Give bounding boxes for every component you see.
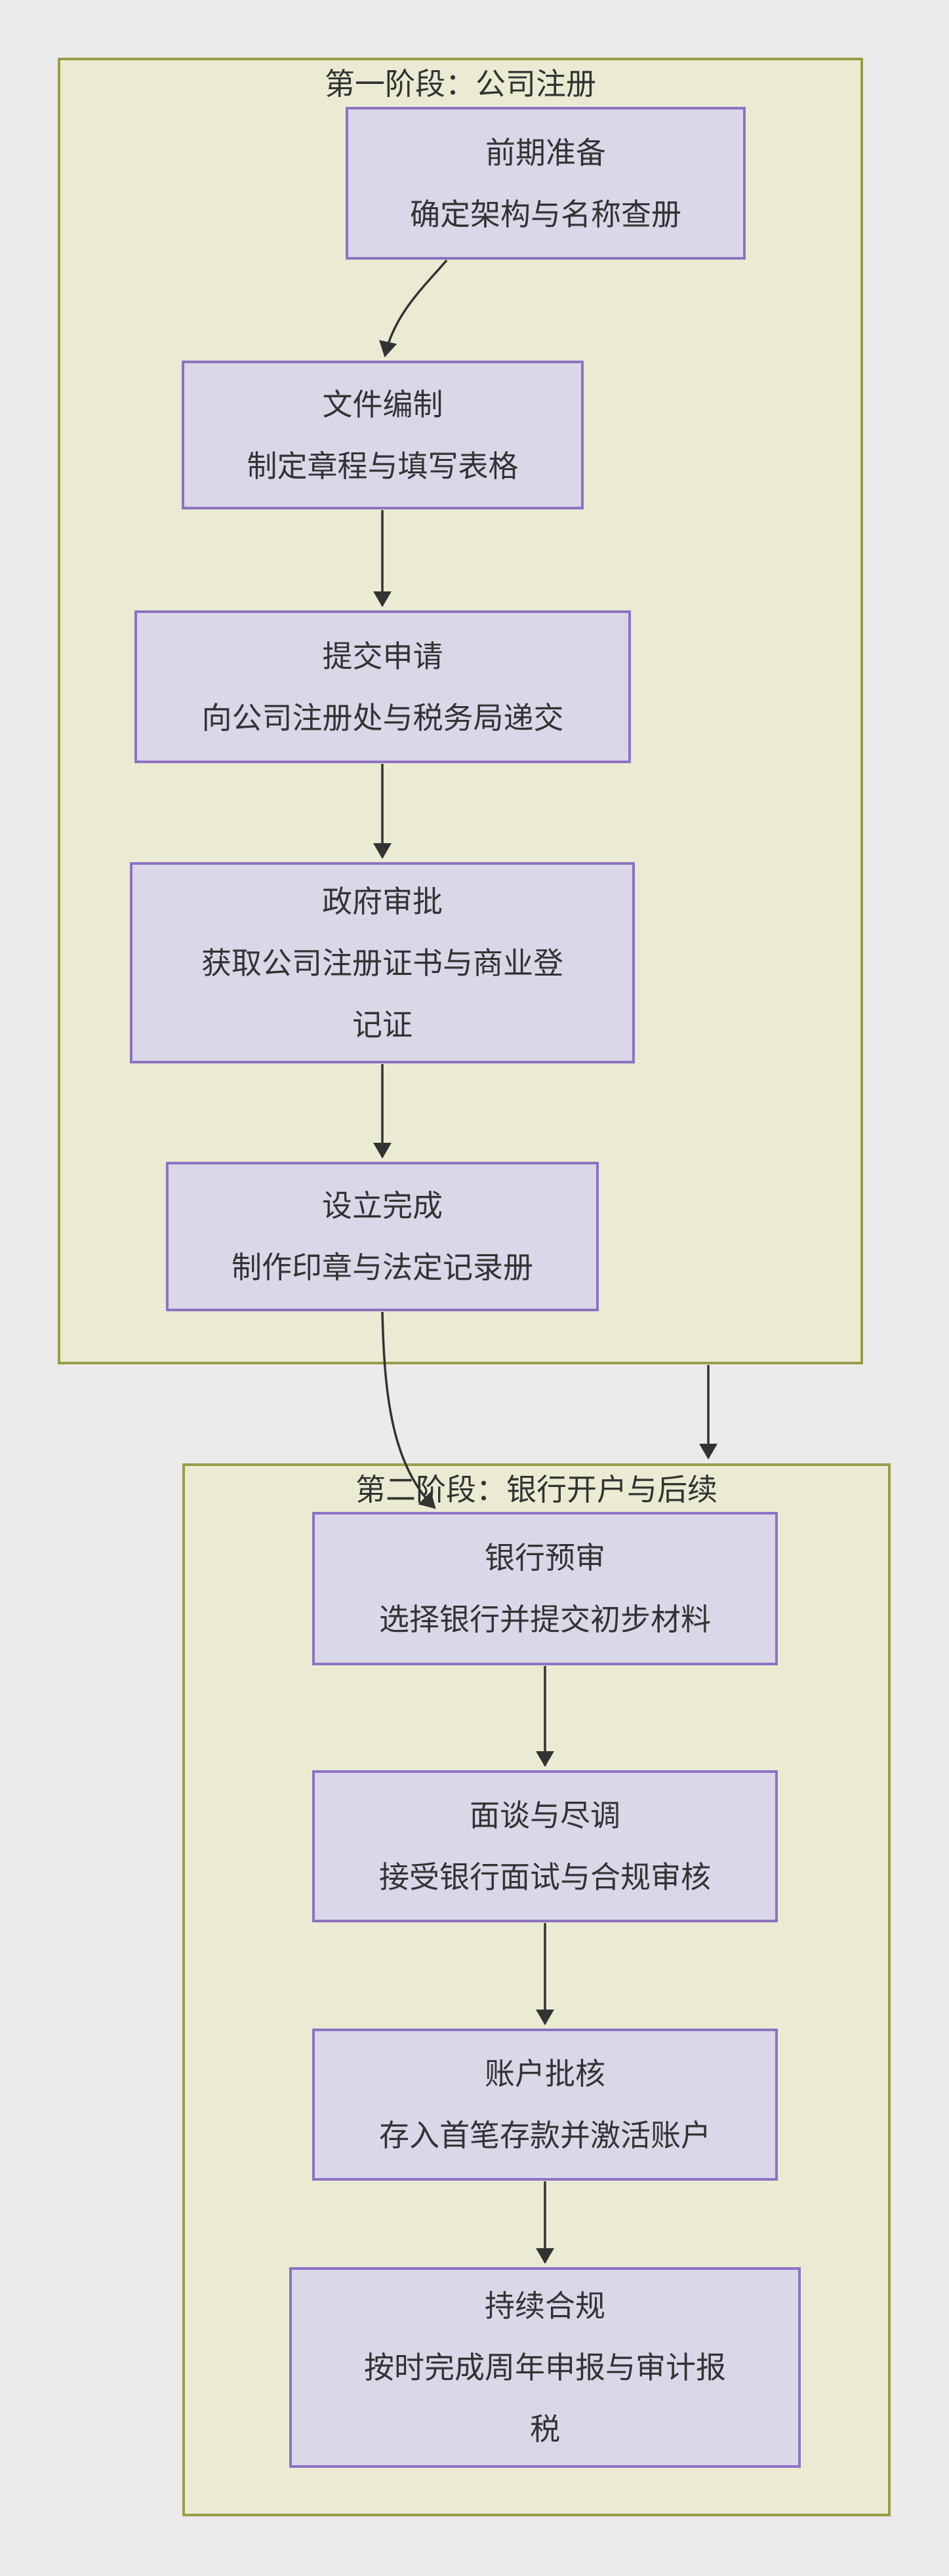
node-line: 文件编制 [322, 386, 443, 422]
node-line: 向公司注册处与税务局递交 [201, 700, 564, 736]
node-bank-prescreen: 银行预审 选择银行并提交初步材料 [312, 1512, 778, 1665]
node-line: 按时完成周年申报与审计报 [364, 2350, 726, 2385]
node-setup-done: 设立完成 制作印章与法定记录册 [166, 1162, 599, 1311]
node-ongoing-compliance: 持续合规 按时完成周年申报与审计报 税 [289, 2267, 801, 2468]
node-line: 持续合规 [485, 2288, 605, 2324]
node-line: 面谈与尽调 [470, 1798, 620, 1833]
node-line: 设立完成 [322, 1188, 443, 1223]
node-line: 选择银行并提交初步材料 [379, 1602, 711, 1637]
node-line: 确定架构与名称查册 [410, 196, 681, 232]
node-line: 账户批核 [485, 2056, 605, 2091]
node-account-approval: 账户批核 存入首笔存款并激活账户 [312, 2029, 778, 2181]
node-docs: 文件编制 制定章程与填写表格 [182, 361, 584, 509]
node-line: 税 [530, 2411, 560, 2447]
node-interview: 面谈与尽调 接受银行面试与合规审核 [312, 1770, 778, 1922]
node-line: 银行预审 [485, 1540, 605, 1575]
node-line: 获取公司注册证书与商业登 [201, 945, 563, 981]
node-line: 记证 [352, 1006, 413, 1042]
cluster-phase1-title: 第一阶段：公司注册 [325, 66, 596, 102]
node-prep: 前期准备 确定架构与名称查册 [346, 107, 746, 260]
node-line: 提交申请 [322, 638, 443, 674]
node-submit: 提交申请 向公司注册处与税务局递交 [134, 610, 631, 763]
cluster-phase2-title: 第二阶段：银行开户与后续 [355, 1472, 717, 1507]
node-approval: 政府审批 获取公司注册证书与商业登 记证 [130, 862, 635, 1063]
node-line: 政府审批 [322, 883, 443, 919]
node-line: 前期准备 [485, 134, 606, 170]
node-line: 制定章程与填写表格 [247, 448, 519, 484]
node-line: 存入首笔存款并激活账户 [379, 2118, 711, 2153]
node-line: 制作印章与法定记录册 [232, 1250, 533, 1285]
node-line: 接受银行面试与合规审核 [379, 1859, 711, 1895]
